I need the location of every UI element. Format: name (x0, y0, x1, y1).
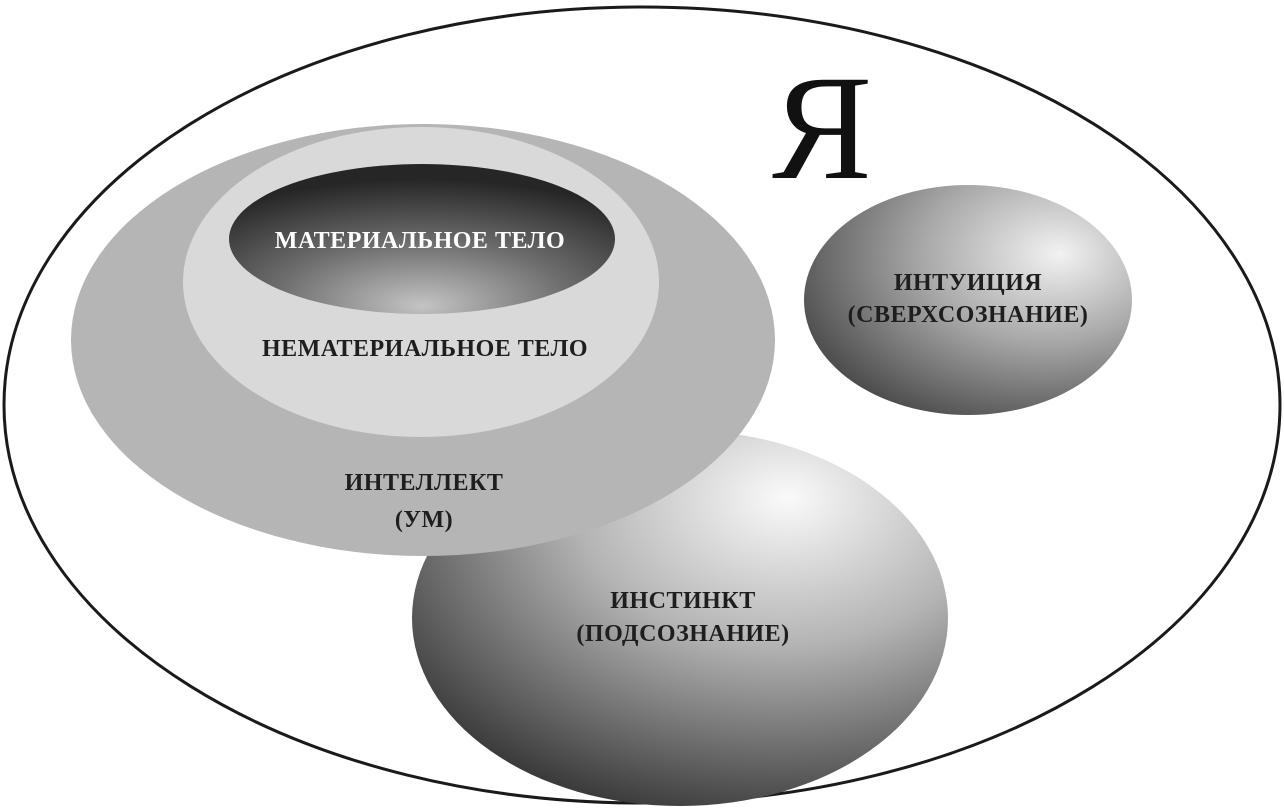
intellect-label: ИНТЕЛЛЕКТ (345, 470, 504, 496)
immaterial-body-label: НЕМАТЕРИАЛЬНОЕ ТЕЛО (262, 336, 588, 362)
intellect-sublabel: (УМ) (395, 507, 453, 533)
material-body-ellipse (229, 164, 615, 314)
intuition-ellipse (804, 185, 1132, 415)
instinct-sublabel: (ПОДСОЗНАНИЕ) (576, 621, 789, 647)
material-body-label: МАТЕРИАЛЬНОЕ ТЕЛО (275, 228, 565, 254)
self-label: Я (772, 45, 872, 211)
intuition-sublabel: (СВЕРХСОЗНАНИЕ) (848, 302, 1089, 328)
intuition-label: ИНТУИЦИЯ (894, 270, 1042, 296)
instinct-label: ИНСТИНКТ (610, 588, 755, 614)
